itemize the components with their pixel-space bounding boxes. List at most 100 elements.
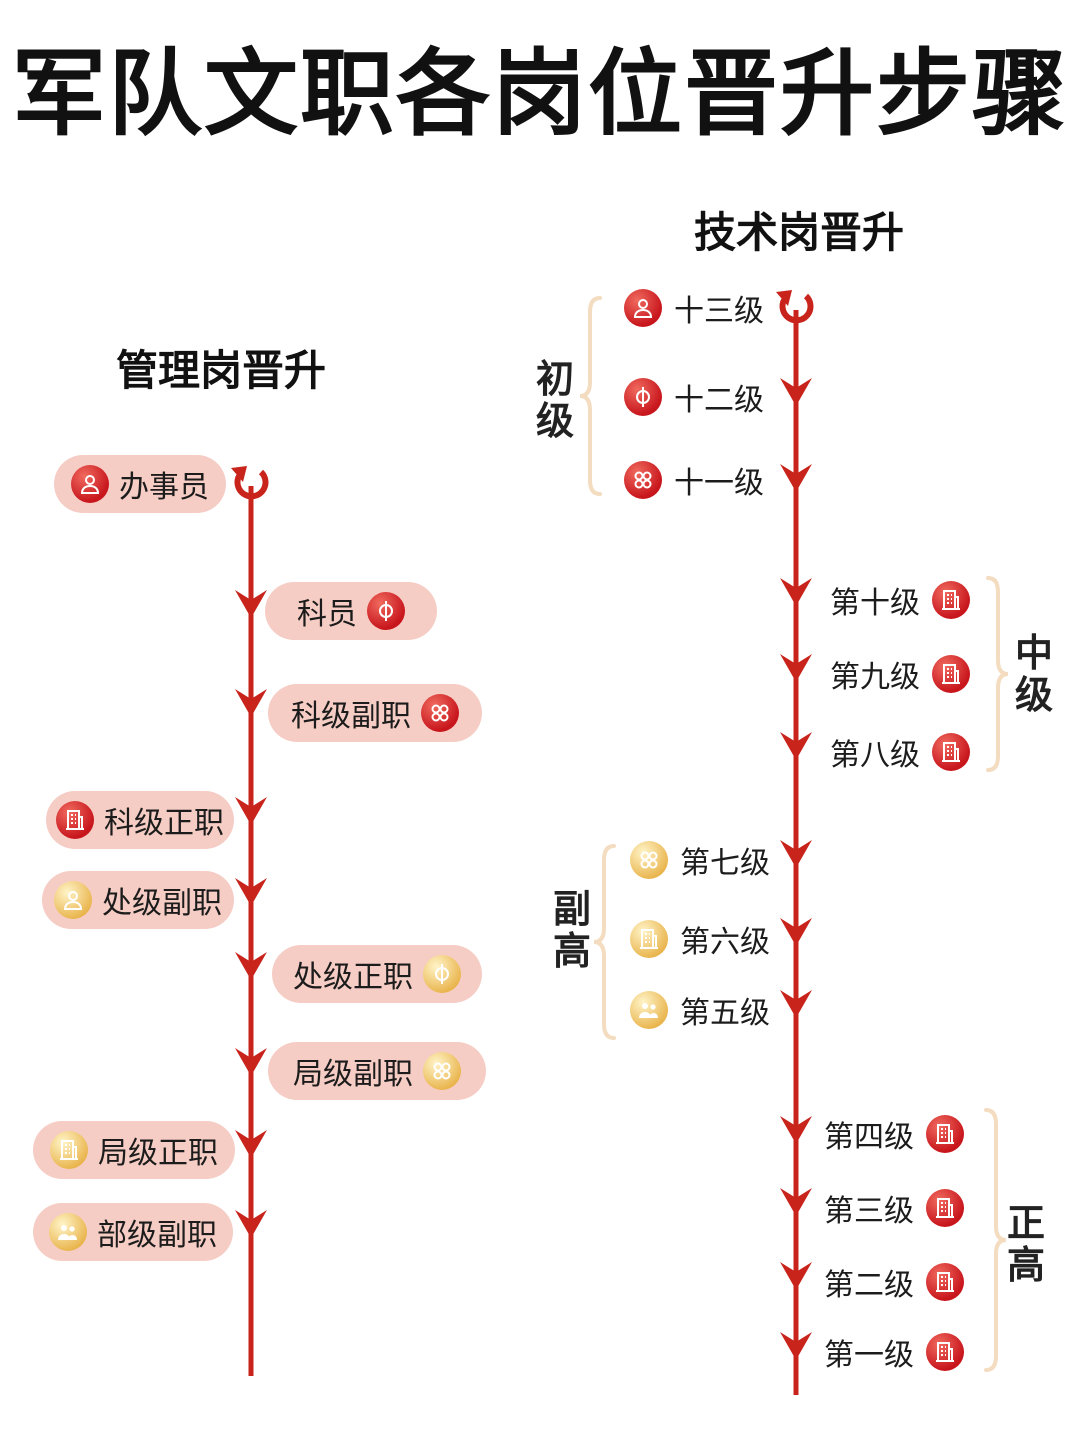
tech-step: 第一级: [824, 1330, 964, 1374]
technical-arrow: [780, 990, 812, 1018]
building-icon: [932, 581, 970, 619]
mgmt-step-label: 处级正职: [293, 960, 413, 995]
brace-full-senior: [984, 1108, 1007, 1372]
mgmt-step-label: 处级副职: [102, 886, 222, 921]
tech-step-label: 第七级: [680, 846, 770, 881]
mgmt-step: 科员: [265, 582, 437, 640]
tech-step-label: 十二级: [674, 383, 764, 418]
group-label-junior: 初级: [535, 357, 574, 443]
tech-step: 第六级: [630, 917, 770, 961]
management-arrow: [235, 1130, 267, 1158]
tech-step: 第五级: [630, 988, 770, 1032]
building-icon: [50, 1131, 88, 1169]
tech-step: 第三级: [824, 1186, 964, 1230]
building-icon: [926, 1263, 964, 1301]
mgmt-step: 部级副职: [33, 1203, 233, 1261]
brace-junior: [579, 296, 602, 496]
technical-arrow: [780, 578, 812, 606]
person-icon: [54, 881, 92, 919]
building-icon: [932, 655, 970, 693]
building-icon: [926, 1333, 964, 1371]
tech-step: 第四级: [824, 1112, 964, 1156]
clover-icon: [421, 694, 459, 732]
brace-intermediate: [986, 576, 1009, 772]
building-icon: [56, 801, 94, 839]
tech-step-label: 第八级: [830, 738, 920, 773]
clover-icon: [630, 841, 668, 879]
mgmt-step-label: 局级副职: [293, 1057, 413, 1092]
group-icon: [49, 1213, 87, 1251]
tech-step-label: 第一级: [824, 1338, 914, 1373]
management-arrow: [235, 590, 267, 618]
start-ring: [779, 293, 814, 324]
tech-step-label: 第四级: [824, 1120, 914, 1155]
technical-arrow: [780, 1332, 812, 1360]
mgmt-step: 局级副职: [268, 1042, 486, 1100]
tech-step-label: 第六级: [680, 925, 770, 960]
mgmt-step: 处级正职: [272, 945, 482, 1003]
management-arrow: [235, 878, 267, 906]
building-icon: [926, 1115, 964, 1153]
group-label-full-senior: 正高: [1006, 1201, 1045, 1287]
clover-icon: [624, 461, 662, 499]
circle-line-icon: [367, 592, 405, 630]
tech-step: 十一级: [624, 458, 764, 502]
tech-step-label: 十三级: [674, 294, 764, 329]
person-icon: [624, 289, 662, 327]
brace-associate-senior: [593, 844, 616, 1040]
tech-step: 第七级: [630, 838, 770, 882]
mgmt-step-label: 部级副职: [97, 1218, 217, 1253]
start-ring: [234, 469, 269, 500]
clover-icon: [423, 1052, 461, 1090]
tech-step: 第二级: [824, 1260, 964, 1304]
technical-arrow: [780, 654, 812, 682]
technical-arrow: [780, 732, 812, 760]
mgmt-step: 科级副职: [268, 684, 482, 742]
management-arrow: [235, 797, 267, 825]
circle-line-icon: [624, 378, 662, 416]
technical-arrow: [780, 840, 812, 868]
building-icon: [932, 733, 970, 771]
page-title: 军队文职各岗位晋升步骤: [11, 40, 1068, 149]
tech-step-label: 第五级: [680, 996, 770, 1031]
mgmt-step-label: 办事员: [119, 470, 209, 505]
tech-step-label: 第十级: [830, 586, 920, 621]
mgmt-step-label: 局级正职: [98, 1136, 218, 1171]
group-label-associate-senior: 副高: [552, 887, 591, 973]
mgmt-step: 局级正职: [33, 1121, 235, 1179]
building-icon: [630, 920, 668, 958]
group-label-intermediate: 中级: [1014, 631, 1053, 717]
person-icon: [71, 465, 109, 503]
technical-arrow: [780, 1188, 812, 1216]
mgmt-step-label: 科级正职: [104, 806, 224, 841]
management-arrow: [235, 1048, 267, 1076]
start-ring-tip: [776, 290, 792, 306]
tech-step-label: 第三级: [824, 1194, 914, 1229]
tech-step: 十三级: [624, 286, 764, 330]
start-ring-tip: [231, 466, 247, 482]
management-arrow: [235, 689, 267, 717]
tech-step-label: 第九级: [830, 660, 920, 695]
tech-step: 第九级: [830, 652, 970, 696]
tech-step: 十二级: [624, 375, 764, 419]
management-arrow: [235, 1210, 267, 1238]
mgmt-step-label: 科员: [297, 597, 357, 632]
tech-step: 第十级: [830, 578, 970, 622]
mgmt-step: 科级正职: [46, 791, 234, 849]
tech-step-label: 第二级: [824, 1268, 914, 1303]
mgmt-step: 处级副职: [42, 871, 234, 929]
tech-step-label: 十一级: [674, 466, 764, 501]
mgmt-step: 办事员: [54, 455, 226, 513]
building-icon: [926, 1189, 964, 1227]
technical-arrow: [780, 464, 812, 492]
technical-track-title: 技术岗晋升: [694, 208, 905, 257]
mgmt-step-label: 科级副职: [291, 699, 411, 734]
management-arrow: [235, 952, 267, 980]
management-track-title: 管理岗晋升: [116, 346, 327, 395]
technical-arrow: [780, 1262, 812, 1290]
group-icon: [630, 991, 668, 1029]
technical-arrow: [780, 1116, 812, 1144]
tech-step: 第八级: [830, 730, 970, 774]
technical-arrow: [780, 378, 812, 406]
